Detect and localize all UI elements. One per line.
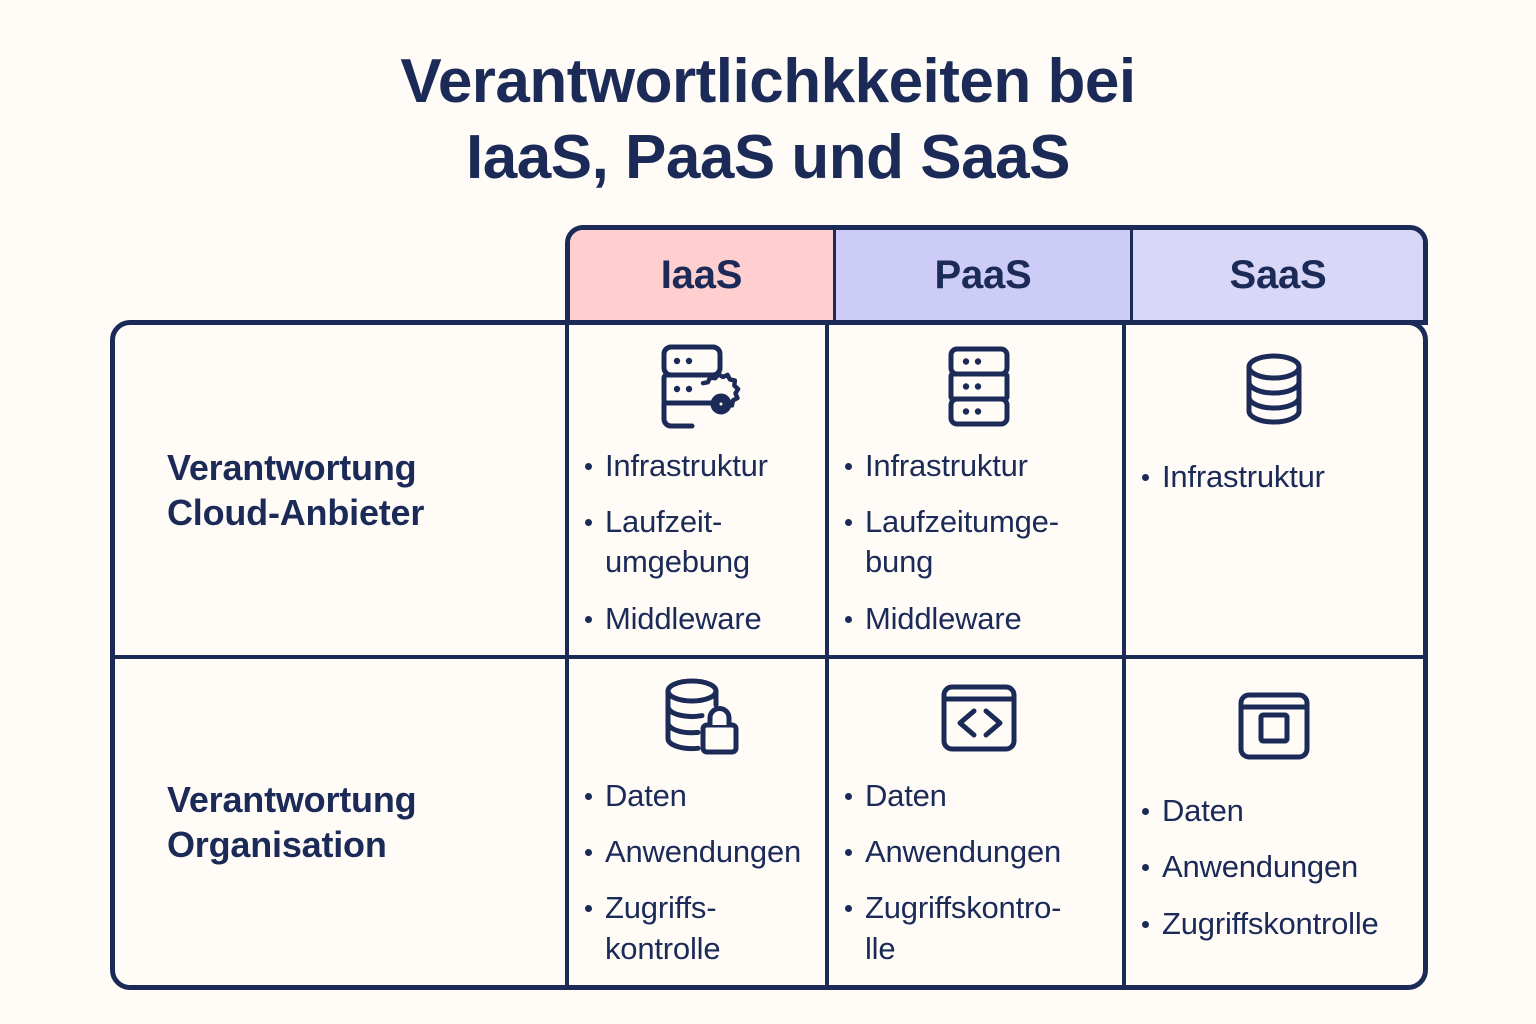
list-item: Daten (583, 776, 817, 816)
matrix-body: Verantwortung Cloud-Anbieter (110, 320, 1428, 990)
matrix-header-row: IaaS PaaS SaaS (565, 225, 1428, 325)
list-item: Anwendungen (583, 832, 817, 872)
cell-organisation-paas: Daten Anwendungen Zugriffskontro- lle (825, 659, 1122, 985)
row-label-organisation: Verantwortung Organisation (167, 779, 417, 865)
column-header-paas-label: PaaS (934, 252, 1032, 297)
list-item: Anwendungen (843, 832, 1114, 872)
cell-organisation-iaas: Daten Anwendungen Zugriffs- kontrolle (565, 659, 825, 985)
list-item: Zugriffskontro- lle (843, 888, 1114, 969)
column-header-iaas: IaaS (570, 230, 833, 320)
cell-provider-saas: Infrastruktur (1122, 325, 1415, 655)
column-header-saas: SaaS (1130, 230, 1423, 320)
server-rack-icon (843, 339, 1114, 440)
bullet-list-organisation-saas: Daten Anwendungen Zugriffskontrolle (1140, 791, 1407, 960)
list-item: Infrastruktur (583, 446, 817, 486)
list-item: Zugriffs- kontrolle (583, 888, 817, 969)
database-lock-icon (583, 673, 817, 770)
list-item: Anwendungen (1140, 847, 1407, 887)
list-item: Middleware (843, 599, 1114, 639)
cell-provider-iaas: Infrastruktur Laufzeit- umgebung Middlew… (565, 325, 825, 655)
bullet-list-provider-iaas: Infrastruktur Laufzeit- umgebung Middlew… (583, 446, 817, 655)
page-title: Verantwortlichkkeiten bei IaaS, PaaS und… (400, 47, 1136, 192)
column-header-paas: PaaS (833, 230, 1130, 320)
cell-organisation-saas: Daten Anwendungen Zugriffskontrolle (1122, 659, 1415, 985)
list-item: Zugriffskontrolle (1140, 904, 1407, 944)
list-item: Laufzeit- umgebung (583, 502, 817, 583)
database-icon (1140, 339, 1407, 451)
matrix-row-provider: Verantwortung Cloud-Anbieter (115, 325, 1423, 655)
bullet-list-provider-saas: Infrastruktur (1140, 457, 1407, 513)
list-item: Infrastruktur (843, 446, 1114, 486)
row-label-provider: Verantwortung Cloud-Anbieter (167, 447, 425, 533)
list-item: Infrastruktur (1140, 457, 1407, 497)
list-item: Daten (1140, 791, 1407, 831)
bullet-list-provider-paas: Infrastruktur Laufzeitumge- bung Middlew… (843, 446, 1114, 655)
list-item: Daten (843, 776, 1114, 816)
server-rack-gear-icon (583, 339, 817, 440)
list-item: Laufzeitumge- bung (843, 502, 1114, 583)
column-header-saas-label: SaaS (1229, 252, 1327, 297)
bullet-list-organisation-paas: Daten Anwendungen Zugriffskontro- lle (843, 776, 1114, 985)
bullet-list-organisation-iaas: Daten Anwendungen Zugriffs- kontrolle (583, 776, 817, 985)
cell-provider-paas: Infrastruktur Laufzeitumge- bung Middlew… (825, 325, 1122, 655)
list-item: Middleware (583, 599, 817, 639)
code-window-icon (843, 673, 1114, 770)
matrix-row-organisation: Verantwortung Organisation (115, 655, 1423, 985)
responsibility-matrix: IaaS PaaS SaaS Verantwortung Cloud-Anbie… (110, 225, 1428, 990)
app-window-icon (1140, 673, 1407, 785)
column-header-iaas-label: IaaS (660, 252, 743, 297)
